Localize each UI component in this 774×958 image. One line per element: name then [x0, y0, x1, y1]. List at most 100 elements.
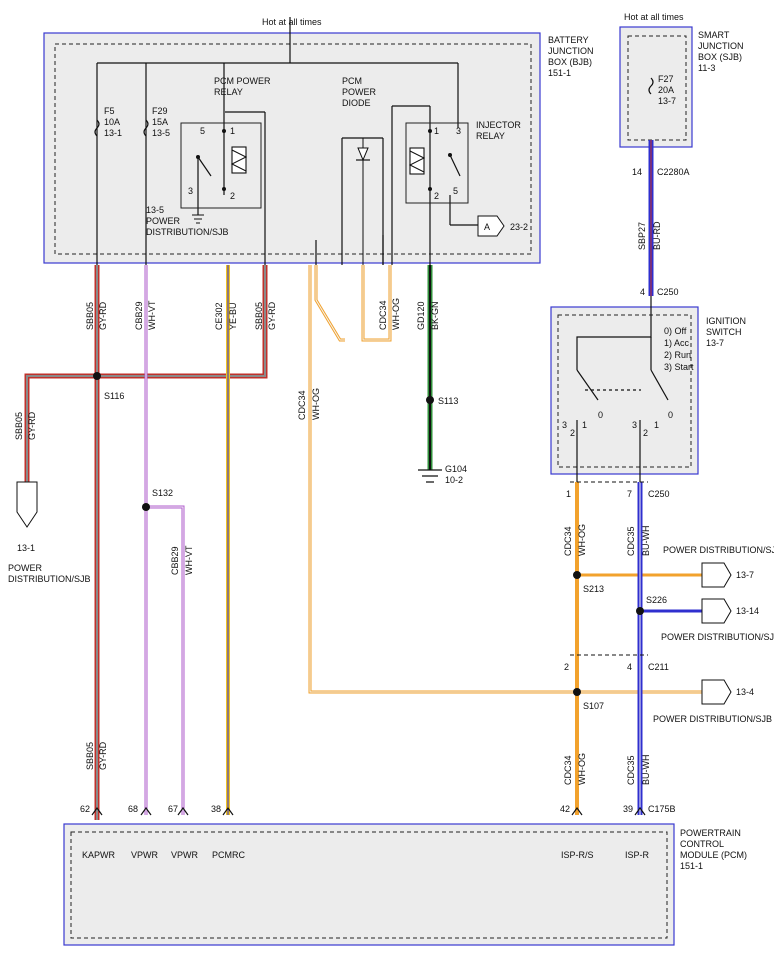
splice-dots [93, 372, 644, 696]
c175b-label: C175B [648, 804, 676, 814]
ground-g104-name: G104 [445, 464, 467, 474]
circuit-sbb05-c-code: SBB05 [14, 412, 24, 440]
pcm-relay-label-1: PCM POWER [214, 76, 271, 86]
pcm-pin-67: 67 [168, 804, 178, 814]
ign-pin-1: 1 [566, 489, 571, 499]
pcm-pin-arrows [91, 806, 646, 816]
pcm-title-2: CONTROL [680, 839, 724, 849]
bjb-hot-label: Hot at all times [262, 17, 322, 27]
ground-g104-page: 10-2 [445, 475, 463, 485]
fuse-f5-page: 13-1 [104, 128, 122, 138]
fuse-f27-icon [648, 77, 654, 95]
flag-13-4-icon [701, 679, 732, 705]
circuit-cdc34-b-code: CDC34 [297, 390, 307, 420]
sjb-pin-14: 14 [632, 167, 642, 177]
circuit-sbb05-c-color: GY-RD [27, 411, 37, 440]
pcm-pin-kapwr: KAPWR [82, 850, 116, 860]
bjb-ground-icon [192, 214, 204, 224]
pcm-diode-label-1: PCM [342, 76, 362, 86]
ignition-pos-start: 3) Start [664, 362, 694, 372]
bjb-title-1: BATTERY [548, 35, 589, 45]
circuit-cdc34-a-color: WH-OG [391, 298, 401, 330]
splice-s226: S226 [646, 595, 667, 605]
pd-13-4-label: POWER DISTRIBUTION/SJB [653, 714, 772, 724]
fuse-f5-icon [94, 119, 100, 137]
pd-13-7-page: 13-7 [736, 570, 754, 580]
wire-cbb29 [144, 265, 185, 815]
circuit-cdc35-b-code: CDC35 [626, 755, 636, 785]
circuit-gd120-code: GD120 [416, 301, 426, 330]
injector-relay-pin-2: 2 [434, 191, 439, 201]
ignition-switch-contacts [576, 296, 669, 482]
flag-13-7-icon [701, 562, 732, 588]
wire-cdc35 [637, 482, 702, 815]
sjb-title-2: JUNCTION [698, 41, 744, 51]
pcm-title-4: 151-1 [680, 861, 703, 871]
c211-label: C211 [648, 662, 669, 672]
circuit-sbp27-color: BU-RD [652, 221, 662, 250]
circuit-sbb05-a-code: SBB05 [85, 302, 95, 330]
pcm-power-diode [356, 138, 370, 265]
pcm-relay-label-2: RELAY [214, 87, 243, 97]
circuit-cbb29-a-code: CBB29 [134, 301, 144, 330]
ign-left-pin-0: 0 [598, 410, 603, 420]
pcm-relay-pin-5: 5 [200, 126, 205, 136]
ignition-title-2: SWITCH [706, 327, 742, 337]
pd-13-1-label-2: DISTRIBUTION/SJB [8, 574, 91, 584]
pcm-title-1: POWERTRAIN [680, 828, 741, 838]
c211-pin-2: 2 [564, 662, 569, 672]
circuit-sbp27-code: SBP27 [637, 222, 647, 250]
fuse-f5-name: F5 [104, 106, 115, 116]
ignition-title-1: IGNITION [706, 316, 746, 326]
sjb-title-3: BOX (SJB) [698, 52, 742, 62]
c2280a-label: C2280A [657, 167, 690, 177]
bjb-title-3: BOX (BJB) [548, 57, 592, 67]
circuit-cbb29-b-color: WH-VT [184, 545, 194, 575]
pd-13-5-label-1: POWER [146, 216, 181, 226]
circuit-cdc34-c-color: WH-OG [577, 524, 587, 556]
injector-relay-pin-5: 5 [453, 186, 458, 196]
injector-relay-label-1: INJECTOR [476, 120, 521, 130]
pcm-title-3: MODULE (PCM) [680, 850, 747, 860]
circuit-cdc34-b-color: WH-OG [311, 388, 321, 420]
fuse-f29-name: F29 [152, 106, 168, 116]
ign-left-pin-2: 2 [570, 428, 575, 438]
circuit-gd120-color: BK-GN [430, 301, 440, 330]
pd-13-1-label-1: POWER [8, 563, 43, 573]
circuit-cbb29-b-code: CBB29 [170, 546, 180, 575]
injector-relay-pin-3: 3 [456, 126, 461, 136]
pd-13-4-page: 13-4 [736, 687, 754, 697]
pd-13-14-page: 13-14 [736, 606, 759, 616]
flag-13-1-icon [16, 481, 38, 528]
ref-a-letter: A [484, 222, 490, 232]
pcm-pin-68: 68 [128, 804, 138, 814]
ign-left-pin-1: 1 [582, 420, 587, 430]
circuit-sbb05-a-color: GY-RD [98, 301, 108, 330]
pcm-relay-pin-1: 1 [230, 126, 235, 136]
splice-s107: S107 [583, 701, 604, 711]
ref-a-page: 23-2 [510, 222, 528, 232]
sjb-title-4: 11-3 [698, 63, 715, 73]
ignition-pos-acc: 1) Acc [664, 338, 690, 348]
pcm-pin-62: 62 [80, 804, 90, 814]
splice-s116: S116 [104, 391, 124, 401]
ign-right-pin-1: 1 [654, 420, 659, 430]
circuit-ce302-code: CE302 [214, 302, 224, 330]
ign-right-pin-2: 2 [643, 428, 648, 438]
pd-13-1-page: 13-1 [17, 543, 35, 553]
ign-pin-7: 7 [627, 489, 632, 499]
pcm-pin-isp-rs: ISP-R/S [561, 850, 594, 860]
circuit-cdc35-b-color: BU-WH [641, 755, 651, 786]
fuse-f29-icon [143, 119, 149, 137]
sjb-title-1: SMART [698, 30, 730, 40]
pcm-box [63, 823, 675, 946]
battery-junction-box [43, 32, 541, 264]
fuse-f5-rating: 10A [104, 117, 120, 127]
circuit-cdc35-a-code: CDC35 [626, 526, 636, 556]
sjb-hot-label: Hot at all times [624, 12, 684, 22]
circuit-cbb29-a-color: WH-VT [147, 300, 157, 330]
bjb-internal-wiring [96, 17, 478, 265]
circuit-sbb05-d-code: SBB05 [85, 742, 95, 770]
ign-left-pin-3: 3 [562, 420, 567, 430]
